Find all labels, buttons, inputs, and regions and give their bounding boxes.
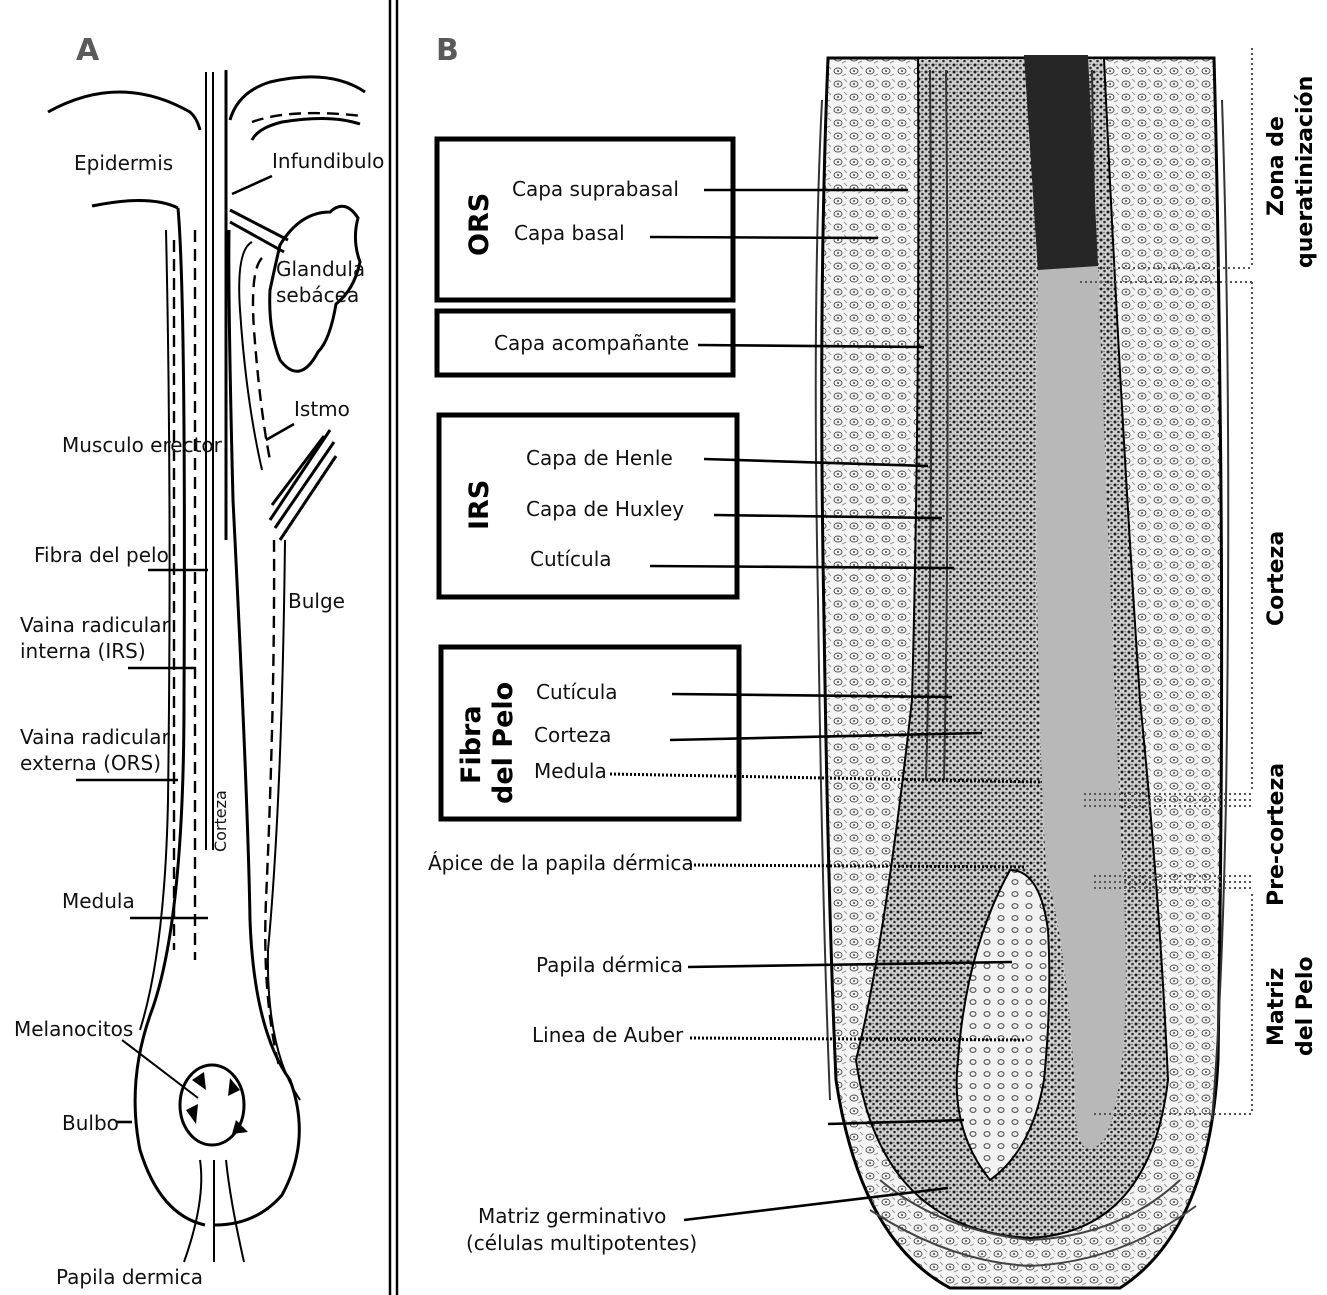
label-corteza-vertical: Corteza — [211, 790, 230, 852]
fiber-item-cuticula: Cutícula — [536, 680, 618, 704]
label-epidermis: Epidermis — [74, 151, 173, 175]
leader-istmo — [266, 424, 294, 440]
label-irs-2: interna (IRS) — [20, 639, 146, 663]
epidermis-lower-left — [92, 200, 178, 208]
zone-corteza: Corteza — [1264, 531, 1289, 626]
panel-divider — [390, 0, 397, 1295]
label-musculo: Musculo erector — [62, 433, 223, 457]
ors-item-suprabasal: Capa suprabasal — [512, 177, 679, 201]
box-fiber-title-2: del Pelo — [488, 682, 519, 804]
panel-a-drawing — [48, 70, 365, 1262]
panel-b-histology — [816, 55, 1229, 1288]
irs-item-huxley: Capa de Huxley — [526, 497, 684, 521]
dermal-papilla-strands — [184, 1160, 244, 1262]
zone-queratinizacion-1: Zona de — [1264, 116, 1289, 216]
label-apice: Ápice de la papila dérmica — [428, 851, 694, 875]
label-irs-1: Vaina radicular — [20, 613, 170, 637]
fiber-item-corteza: Corteza — [534, 723, 611, 747]
zone-queratinizacion-2: queratinización — [1293, 76, 1318, 268]
leader-melanocitos — [122, 1040, 198, 1098]
label-sebacea: sebácea — [276, 283, 359, 307]
panel-b-letter: B — [436, 33, 459, 68]
label-papila-dermica: Papila dermica — [56, 1265, 203, 1289]
companion-item: Capa acompañante — [494, 331, 689, 355]
zone-precorteza: Pre-corteza — [1264, 763, 1289, 906]
label-ors-2: externa (ORS) — [20, 751, 161, 775]
zone-matriz-1: Matriz — [1264, 968, 1289, 1046]
label-matriz-germinativo: Matriz germinativo — [478, 1204, 666, 1228]
irs-item-cuticula: Cutícula — [530, 547, 612, 571]
irs-item-henle: Capa de Henle — [526, 446, 673, 470]
label-fibra: Fibra del pelo — [34, 543, 169, 567]
fiber-item-medula: Medula — [534, 759, 607, 783]
label-infundibulo: Infundibulo — [272, 149, 384, 173]
label-melanocitos: Melanocitos — [14, 1017, 133, 1041]
zone-matriz-2: del Pelo — [1293, 956, 1318, 1056]
epidermis-surface-left — [48, 92, 200, 130]
leader-infundibulo — [232, 176, 272, 194]
box-fiber-title-1: Fibra — [456, 705, 487, 784]
label-papila-dermica-b: Papila dérmica — [536, 953, 683, 977]
label-ors-1: Vaina radicular — [20, 725, 170, 749]
label-istmo: Istmo — [294, 397, 350, 421]
isthmus-loop-dashed — [253, 258, 270, 460]
ors-item-basal: Capa basal — [514, 221, 625, 245]
label-bulge: Bulge — [288, 589, 345, 613]
label-glandula: Glandula — [276, 257, 365, 281]
label-medula: Medula — [62, 889, 135, 913]
leader-basal — [650, 237, 878, 238]
label-linea-auber: Linea de Auber — [532, 1023, 684, 1047]
panel-a-letter: A — [76, 33, 100, 68]
epidermis-lower-right — [252, 118, 360, 140]
box-ors-title: ORS — [464, 193, 495, 256]
label-bulbo: Bulbo — [62, 1111, 119, 1135]
isthmus-loop-outer — [239, 242, 262, 470]
label-celulas-multipotentes: (células multipotentes) — [466, 1231, 697, 1255]
arrector-muscle — [270, 430, 336, 540]
hair-shaft-lines — [206, 72, 213, 850]
box-irs-title: IRS — [464, 480, 495, 530]
